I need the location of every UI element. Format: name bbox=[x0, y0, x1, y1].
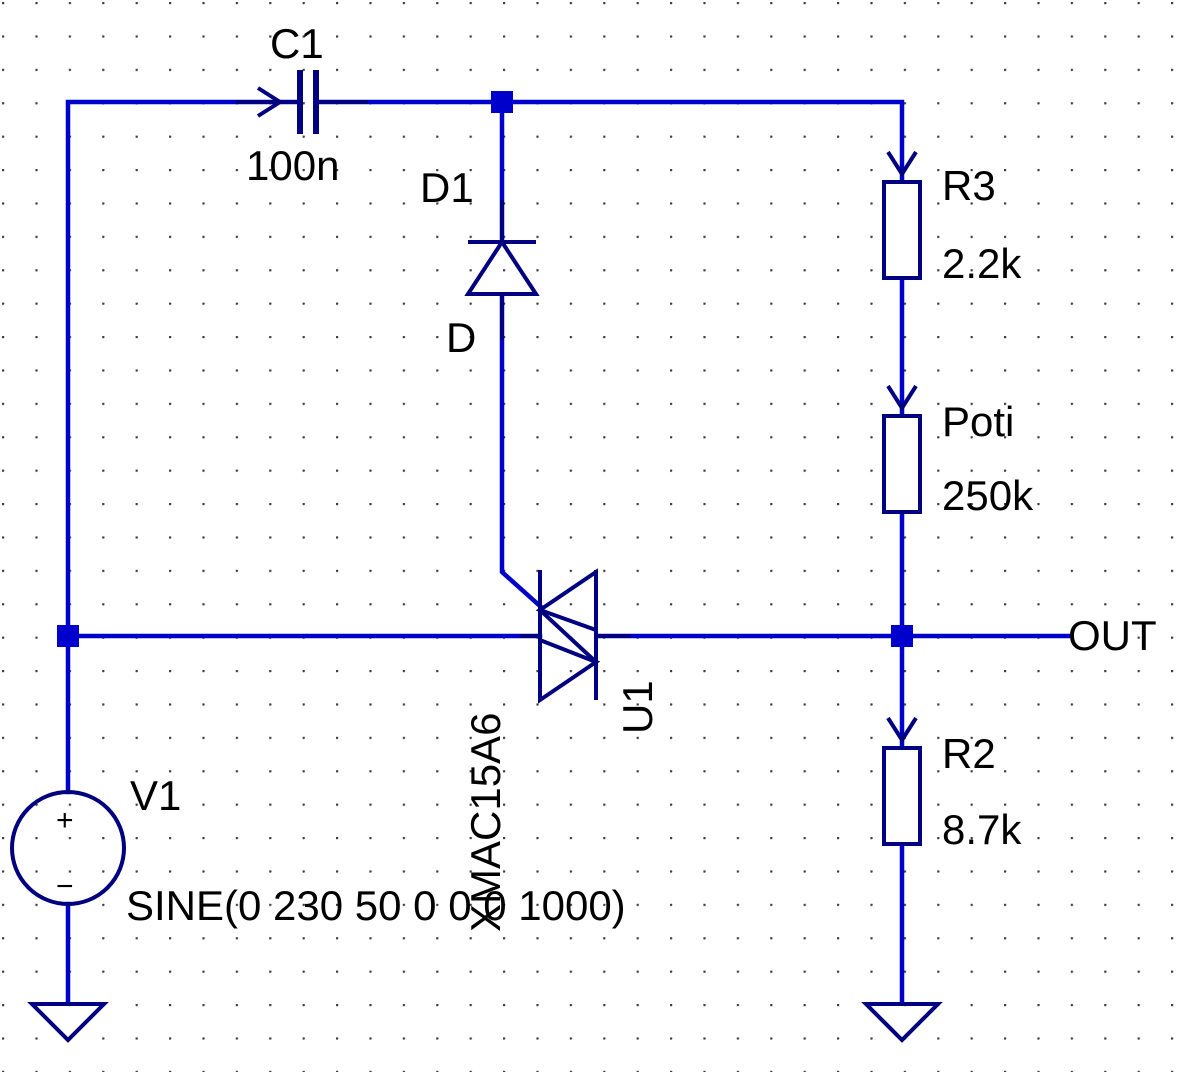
v1-name-label: V1 bbox=[130, 772, 181, 819]
d1-value-label: D bbox=[446, 314, 476, 361]
pin-arrow-icon bbox=[886, 384, 918, 412]
poti-value-label: 250k bbox=[942, 472, 1034, 519]
resistor-poti[interactable]: Poti 250k bbox=[882, 384, 1034, 519]
source-minus-sign: − bbox=[56, 870, 74, 903]
triac-diagonal bbox=[538, 608, 598, 664]
voltage-source-v1[interactable]: + − V1 SINE(0 230 50 0 0 0 1000) bbox=[10, 772, 626, 929]
junction-left bbox=[57, 625, 79, 647]
wire-left-to-c1[interactable] bbox=[65, 99, 299, 639]
d1-name-label: D1 bbox=[420, 164, 474, 211]
pin-arrow-icon bbox=[886, 150, 918, 178]
r3-name-label: R3 bbox=[942, 162, 996, 209]
ground-left-icon[interactable] bbox=[27, 1002, 109, 1043]
wires bbox=[65, 99, 1071, 1005]
r2-value-label: 8.7k bbox=[942, 806, 1022, 853]
pin-arrow-icon bbox=[886, 716, 918, 744]
c1-name-label: C1 bbox=[270, 20, 324, 67]
junction-top bbox=[491, 91, 513, 113]
pin-arrow-icon bbox=[256, 86, 284, 118]
resistor-r3[interactable]: R3 2.2k bbox=[882, 150, 1022, 287]
ground-right-icon[interactable] bbox=[861, 1002, 943, 1043]
v1-value-label: SINE(0 230 50 0 0 0 1000) bbox=[126, 882, 626, 929]
resistor-body bbox=[882, 180, 922, 280]
resistor-r2[interactable]: R2 8.7k bbox=[882, 716, 1022, 853]
u1-value-label: XMAC15A6 bbox=[462, 713, 509, 932]
capacitor-c1[interactable]: C1 100n bbox=[236, 20, 368, 189]
wire-d1-to-gate[interactable] bbox=[499, 293, 544, 610]
poti-name-label: Poti bbox=[942, 398, 1014, 445]
source-plus-sign: + bbox=[56, 804, 74, 837]
u1-name-label: U1 bbox=[614, 680, 661, 734]
triac-u1[interactable]: XMAC15A6 U1 bbox=[462, 568, 661, 932]
source-circle bbox=[10, 790, 126, 906]
junction-out bbox=[891, 625, 913, 647]
resistor-body bbox=[882, 746, 922, 846]
triac-triangle-upper bbox=[535, 568, 598, 633]
net-label-out[interactable]: OUT bbox=[1068, 612, 1157, 659]
resistor-body bbox=[882, 414, 922, 514]
r3-value-label: 2.2k bbox=[942, 240, 1022, 287]
triac-triangle-lower bbox=[538, 637, 601, 704]
diode-d1[interactable]: D1 D bbox=[420, 164, 540, 361]
r2-name-label: R2 bbox=[942, 730, 996, 777]
c1-value-label: 100n bbox=[246, 142, 339, 189]
